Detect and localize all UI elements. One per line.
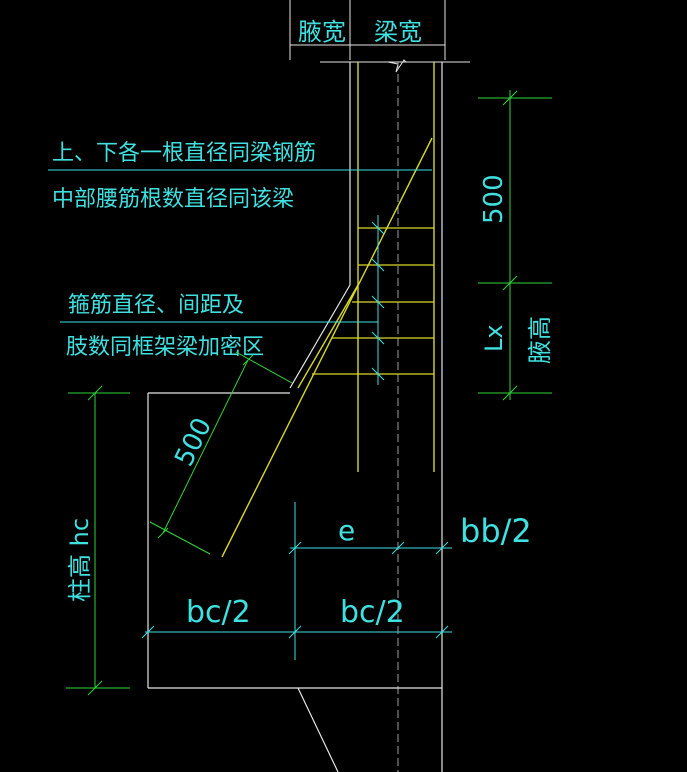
column-height-label: 柱高 hc	[66, 518, 94, 602]
haunch-width-label: 腋宽	[298, 18, 346, 46]
dim-500-right-label: 500	[479, 174, 509, 224]
stirrup-spacing-dims	[371, 215, 385, 385]
eccentricity-dimension	[288, 502, 452, 660]
beam-width-label: 梁宽	[374, 18, 422, 46]
dim-500-diagonal-label: 500	[169, 413, 218, 471]
top-width-header	[289, 0, 470, 73]
column-width-dimension	[141, 625, 452, 639]
right-vertical-dimension	[478, 90, 552, 401]
haunch-stirrups	[312, 227, 434, 375]
beam-outline	[349, 62, 443, 772]
note-stirrup-legs: 肢数同框架梁加密区	[66, 335, 264, 360]
dim-bc2-left-label: bc/2	[186, 595, 251, 630]
note-top-bottom-bars: 上、下各一根直径同梁钢筋	[52, 141, 316, 166]
note-waist-bars: 中部腰筋根数直径同该梁	[52, 187, 294, 212]
dim-bb2-label: bb/2	[460, 512, 532, 550]
dim-lx-label: Lx	[480, 324, 508, 352]
beam-longitudinal-bars	[221, 62, 435, 558]
diagonal-500-dimension	[149, 351, 293, 555]
column-outline	[147, 392, 442, 772]
dim-e-label: e	[338, 514, 355, 547]
haunch-height-label: 腋高	[526, 316, 554, 364]
note-stirrup-spec: 箍筋直径、间距及	[68, 293, 244, 318]
note-leaders	[48, 169, 432, 323]
column-height-dimension	[66, 385, 130, 696]
dim-bc2-right-label: bc/2	[340, 595, 405, 630]
